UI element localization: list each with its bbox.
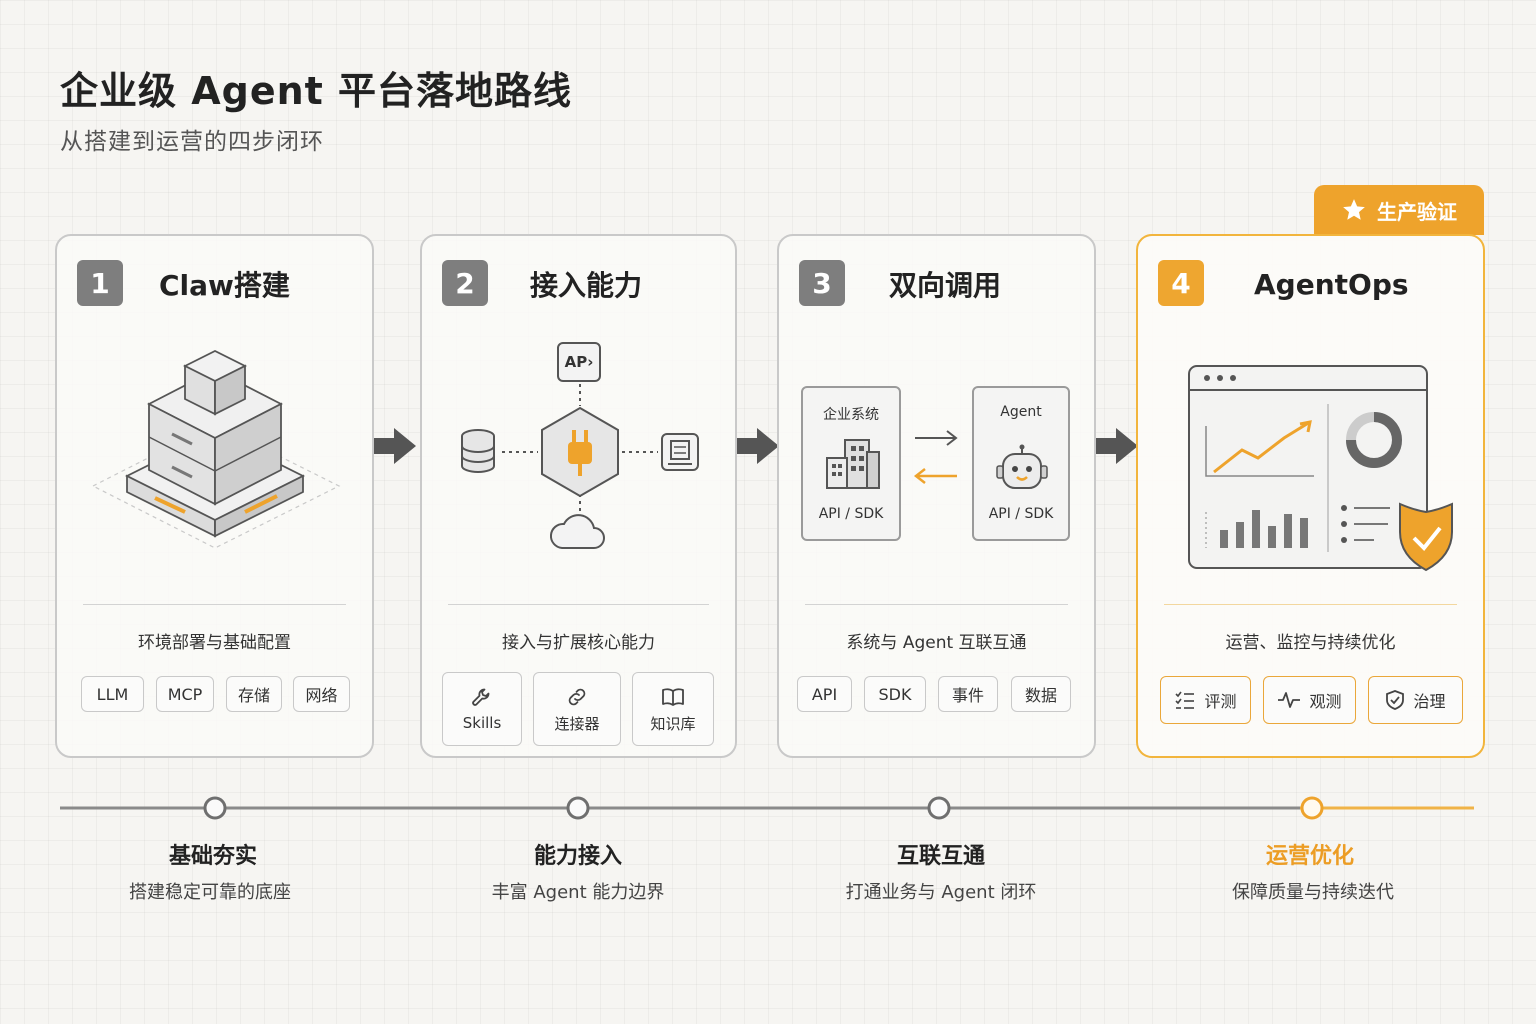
shield-check-icon (1386, 690, 1405, 710)
step-title: Claw搭建 (159, 269, 290, 302)
step-card-4: 4 AgentOps 运营、监控与持续优化 评测 观测 治理 (1136, 234, 1485, 758)
production-verified-badge: 生产验证 (1314, 185, 1484, 235)
step-title: AgentOps (1254, 268, 1409, 301)
box-title: Agent (1000, 404, 1042, 420)
step-number: 2 (442, 260, 488, 306)
progress-timeline (60, 796, 1474, 820)
chip-label: 连接器 (554, 714, 600, 733)
chip-skills: Skills (442, 672, 522, 746)
enterprise-system-box: 企业系统 API / SDK (801, 386, 901, 541)
chip-governance: 治理 (1368, 676, 1463, 724)
star-icon (1343, 199, 1365, 220)
chip-label: 观测 (1309, 692, 1342, 711)
pulse-icon (1278, 692, 1301, 708)
chip-llm: LLM (81, 676, 144, 712)
card-divider (83, 604, 346, 605)
step-description: 运营、监控与持续优化 (1225, 633, 1396, 653)
chip-network: 网络 (293, 676, 350, 712)
stage-title-1: 基础夯实 (168, 844, 257, 869)
bidirectional-arrows-icon (913, 430, 958, 484)
chip-connector: 连接器 (533, 672, 621, 746)
chip-knowledge-base: 知识库 (632, 672, 714, 746)
step-card-3: 3 双向调用 企业系统 API / SDK Agent (777, 234, 1096, 758)
chip-evaluation: 评测 (1160, 676, 1251, 724)
api-label: AP (564, 353, 588, 371)
chip-sdk: SDK (864, 676, 926, 712)
step-description: 环境部署与基础配置 (138, 633, 291, 653)
step-number: 3 (799, 260, 845, 306)
flow-arrow-icon (1096, 428, 1138, 464)
step-card-1: 1 Claw搭建 环境部署与基础配置 LLM MCP 存储 网络 (55, 234, 374, 758)
page-title: 企业级 Agent 平台落地路线 (60, 69, 573, 113)
chip-api: API (797, 676, 852, 712)
card-divider (805, 604, 1068, 605)
robot-icon (996, 444, 1048, 489)
chip-label: 治理 (1413, 692, 1446, 711)
timeline-node-1 (203, 796, 227, 820)
timeline-node-2 (566, 796, 590, 820)
chip-event: 事件 (938, 676, 998, 712)
step-card-2: 2 接入能力 AP› 接入与扩展核心能力 Skills 连接器 知识库 (420, 234, 737, 758)
agent-box: Agent API / SDK (972, 386, 1070, 541)
step-number: 1 (77, 260, 123, 306)
step-description: 系统与 Agent 互联互通 (846, 633, 1027, 653)
checklist-icon (1175, 691, 1195, 709)
box-subtitle: API / SDK (988, 506, 1054, 522)
stage-desc-3: 打通业务与 Agent 闭环 (845, 882, 1037, 903)
chip-data: 数据 (1011, 676, 1071, 712)
building-icon (826, 439, 880, 489)
api-box: AP› (557, 342, 601, 382)
stage-title-3: 互联互通 (896, 844, 985, 869)
dashboard-illustration (1188, 365, 1453, 572)
card-divider (1164, 604, 1457, 605)
book-icon (662, 687, 684, 706)
step-title: 接入能力 (530, 269, 643, 302)
card-divider (448, 604, 709, 605)
badge-label: 生产验证 (1377, 199, 1457, 224)
stage-title-4: 运营优化 (1265, 844, 1354, 869)
plug-hub-illustration (461, 384, 699, 549)
stage-desc-2: 丰富 Agent 能力边界 (491, 882, 665, 903)
chip-label: Skills (462, 714, 502, 732)
box-title: 企业系统 (823, 407, 879, 423)
step-title: 双向调用 (889, 269, 1002, 302)
stage-desc-1: 搭建稳定可靠的底座 (129, 882, 291, 903)
stage-desc-4: 保障质量与持续迭代 (1232, 882, 1394, 903)
chip-storage: 存储 (226, 676, 282, 712)
timeline-node-4 (1300, 796, 1324, 820)
step-number: 4 (1158, 260, 1204, 306)
link-icon (568, 688, 586, 705)
flow-arrow-icon (374, 428, 416, 464)
chip-label: 知识库 (650, 714, 696, 733)
wrench-icon (472, 688, 490, 706)
page-subtitle: 从搭建到运营的四步闭环 (60, 129, 324, 155)
server-stack-illustration (91, 349, 341, 549)
timeline-node-3 (927, 796, 951, 820)
stage-title-2: 能力接入 (533, 844, 622, 869)
box-subtitle: API / SDK (818, 506, 884, 522)
chip-mcp: MCP (156, 676, 214, 712)
chevron-right-icon: › (587, 353, 594, 371)
chip-observation: 观测 (1263, 676, 1356, 724)
flow-arrow-icon (737, 428, 779, 464)
chip-label: 评测 (1204, 692, 1237, 711)
step-description: 接入与扩展核心能力 (502, 633, 655, 653)
